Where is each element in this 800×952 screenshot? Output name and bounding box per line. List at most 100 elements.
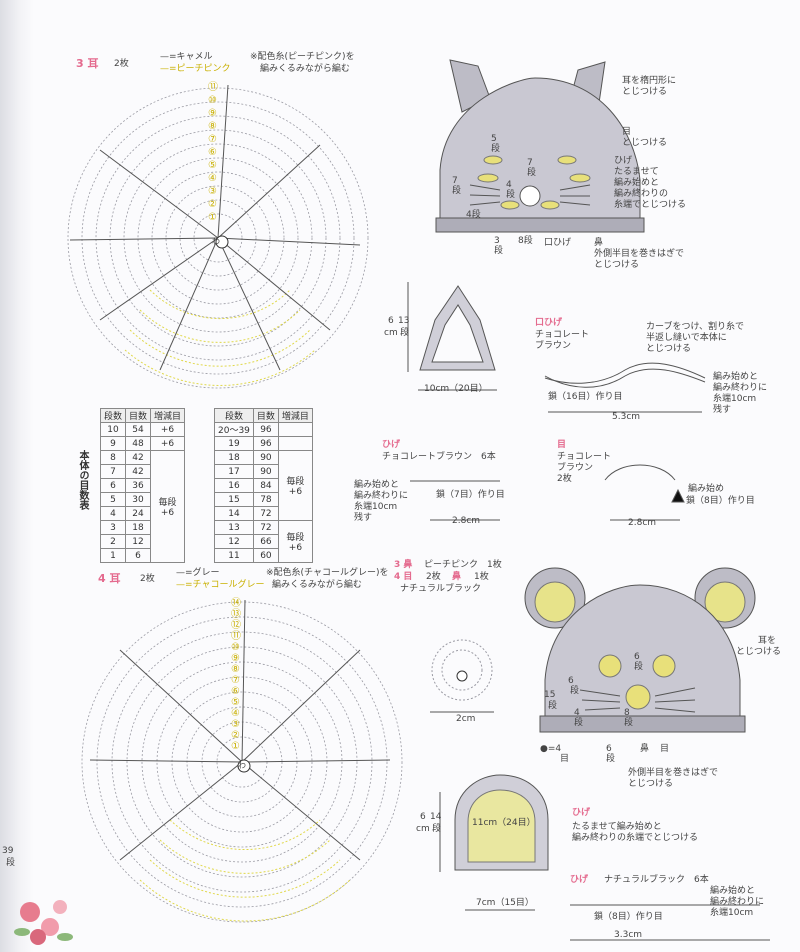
col-stitches-header: 目数 (125, 408, 152, 423)
mouse-ears-count: 2枚 (140, 574, 155, 584)
cat-row-4-unit: 段 (506, 190, 516, 200)
mouse-ear-row-marker: ② (231, 730, 240, 741)
mouse-nose-attach: 外側半目を巻きはぎで (628, 768, 719, 778)
cell: +6 (150, 436, 186, 451)
cat-ear-row-marker: ⑤ (208, 160, 217, 171)
cell: 20～39 (214, 422, 254, 437)
mouse-whisker-chain-label: 鎖（8目）作り目 (594, 912, 663, 922)
cat-ear-row-marker: ⑥ (208, 147, 217, 158)
cell: 90 (252, 450, 279, 465)
cell: 17 (214, 464, 254, 479)
mouse-ear-row-marker: ⑫ (231, 620, 241, 631)
mouse-whisker2-title: ひげ (570, 875, 589, 885)
mouse-ears-legend-charcoal: —=チャコールグレー (176, 580, 265, 590)
mouse-row-4-unit: 段 (574, 718, 584, 728)
mouse-ear-attach2: とじつける (736, 647, 782, 657)
cell: 7 (99, 464, 127, 479)
eye-color2: ブラウン (557, 463, 594, 473)
cat-row-7b: 7 (452, 176, 458, 186)
cell: 96 (252, 436, 279, 451)
whisker-start4: 残す (354, 513, 373, 523)
eye-chain-label: 鎖（8目）作り目 (686, 496, 755, 506)
mouth-whisker-start2: 編み終わりに (713, 383, 768, 393)
cat-ear-row-marker: ② (208, 199, 217, 210)
mouse-ear-height-rows: 14 (430, 812, 442, 822)
mouse-row-8: 8 (624, 708, 630, 718)
cell: 5 (99, 492, 127, 507)
mouse-ears-note: ※配色糸(チャコールグレー)を (266, 568, 389, 578)
cat-row-4b: 4段 (466, 210, 481, 220)
cat-ear-height-cm-unit: cm (384, 328, 398, 338)
col-change-header: 増減目 (277, 408, 313, 423)
mouse-ear-width: 7cm（15目） (476, 898, 534, 908)
cell: 42 (125, 464, 152, 479)
cell: 72 (252, 520, 279, 535)
col-rows-header: 段数 (99, 408, 127, 423)
cat-whisker-2: たるませて (614, 167, 659, 177)
mouse-ear-height-cm: 6 (420, 812, 426, 822)
cat-ears-legend-peach: —=ピーチピンク (160, 64, 231, 74)
nose-color: ピーチピンク 1枚 (424, 560, 502, 570)
eye-title: 目 (557, 440, 567, 450)
cat-ear-height-cm: 6 (388, 316, 394, 326)
mouth-whisker-title: 口ひげ (535, 318, 563, 328)
mouse-ears-note2: 編みくるみながら編む (272, 580, 362, 590)
cat-ears-count: 2枚 (114, 59, 129, 69)
mouth-whisker-color1: チョコレート (535, 330, 590, 340)
mouse-row-6b: 6 (568, 676, 574, 686)
whisker-width: 2.8cm (452, 516, 481, 526)
page-edge-unit: 段 (6, 858, 16, 868)
whisker-chain-label: 鎖（7目）作り目 (436, 490, 505, 500)
cell: 18 (125, 520, 152, 535)
cat-ear-row-marker: ⑪ (208, 82, 218, 93)
mouse-nose-attach2: とじつける (628, 779, 674, 789)
cell: 6 (125, 548, 152, 563)
mouse-hat-drawing (524, 567, 756, 733)
eye4-count: 2枚 (426, 572, 441, 582)
mouse-whisker-start2: 編み終わりに (710, 897, 765, 907)
eye-count: 2枚 (557, 474, 572, 484)
cell: 84 (252, 478, 279, 493)
merged-cell: 毎段 +6 (277, 450, 313, 521)
cat-whisker-1: ひげ (614, 156, 633, 166)
mouse-ear-row-marker: ④ (231, 708, 240, 719)
mouse-whisker-width: 3.3cm (614, 930, 643, 940)
cat-ear-attach: 耳を楕円形に (622, 76, 677, 86)
mouth-whisker-width: 5.3cm (612, 412, 641, 422)
merged-cell: 毎段 +6 (277, 520, 313, 563)
mouse-whisker-title: ひげ (572, 808, 591, 818)
mouse-whisker-desc2: 編み終わりの糸端でとじつける (572, 833, 699, 843)
col-change-header: 増減目 (150, 408, 186, 423)
cat-ear-ring-label: わ (212, 237, 220, 246)
cell: 14 (214, 506, 254, 521)
cell: 18 (214, 450, 254, 465)
cell: 24 (125, 506, 152, 521)
cat-ear-row-marker: ③ (208, 186, 217, 197)
mouse-ear-height-rows-unit: 段 (432, 824, 442, 834)
mouth-whisker-start4: 残す (713, 405, 732, 415)
cat-ears-legend-camel: —=キャメル (160, 52, 213, 62)
eye-chart (604, 464, 685, 521)
nose4-count: 1枚 (474, 572, 489, 582)
mouse-ears-legend-gray: —=グレー (176, 568, 220, 578)
cat-row-8: 8段 (518, 236, 533, 246)
cat-nose-attach2: とじつける (594, 260, 640, 270)
cat-ear-row-marker: ⑩ (208, 95, 217, 106)
cell: 60 (252, 548, 279, 563)
cat-ear-height-rows: 13 (398, 316, 410, 326)
cell: 16 (214, 478, 254, 493)
cell: 12 (125, 534, 152, 549)
cat-ear-piece (407, 282, 497, 391)
cell: +6 (150, 422, 186, 437)
mouse-whisker-chain (570, 904, 770, 941)
cell: 2 (99, 534, 127, 549)
mouse-whisker-color: ナチュラルブラック 6本 (604, 875, 709, 885)
cell: 1 (99, 548, 127, 563)
